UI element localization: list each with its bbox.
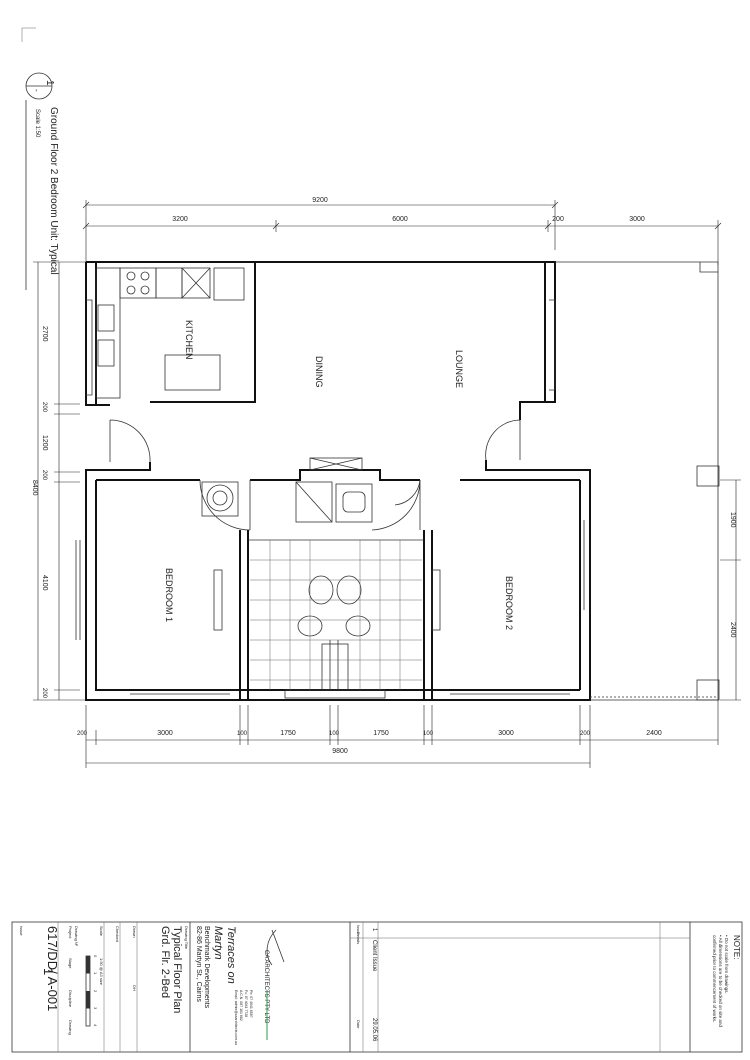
room-bedroom-1: BEDROOM 1 [164,568,174,622]
issue-value: 1 [41,968,56,975]
revision-col-issue: Issue [356,925,361,935]
drawn-label: Drawn [132,926,137,938]
drawno-col-stage: Stage [68,958,73,969]
notes-line-1: • Do not scale from drawings. [724,935,729,994]
firm-info-1: Ph: 07 4041 6587 [249,990,253,1018]
dim-bottom-h: 3000 [498,730,514,737]
dim-bottom-f: 1750 [373,730,389,737]
dim-top-overall: 9200 [312,197,328,204]
dim-top-b: 6000 [392,216,408,223]
kitchen-fittings [95,267,245,399]
drawno-col-discipline: Discipline [68,990,73,1008]
scale-bar-4: 4 [93,1024,98,1027]
drawing-scale: Scale 1:50 [34,109,40,138]
dim-bottom-a: 200 [77,731,88,737]
drawno-col-project: Project [68,926,73,939]
scale-label: Scale [99,926,104,937]
scale-bar-3: 3 [93,1007,98,1010]
doors [109,419,521,631]
project-name-2: Martyn [212,926,224,960]
dim-left-a: 2700 [41,326,48,342]
dim-left-d: 200 [41,470,47,481]
revision-col-details: Details [356,932,361,944]
issue-label: Issue [19,926,24,936]
drawing-header: 1 - Ground Floor 2 Bedroom Unit: Typical… [25,72,59,290]
drawn-value: DH [132,985,137,991]
dimensions-top: 9200 3200 6000 200 3000 [82,197,722,265]
dim-bottom-c: 100 [237,731,248,737]
project-client: Benchmark Developments [203,926,210,1009]
dim-top-d: 3000 [629,216,645,223]
dimensions-left: 8400 2700 200 1200 200 4100 200 [31,261,92,701]
dim-bottom-g: 100 [423,731,434,737]
firm-info-2: Fx: 07 4041 7728 [244,990,248,1017]
drawing-sheet-number: 617/DD/ A-001 [45,926,60,1011]
bathroom-fittings [201,457,422,691]
revision-number: 1 [371,928,377,932]
dim-right-a: 1900 [729,512,736,528]
firm-info-4: Email: admin@caarchitects.com.au [234,990,238,1045]
scale-bar: 0 1 2 3 4 [85,955,98,1027]
dim-bottom-overall: 9800 [332,748,348,755]
scale-bar-1: 1 [93,972,98,975]
room-lounge: LOUNGE [454,350,464,388]
drawing-title: Ground Floor 2 Bedroom Unit: Typical [48,107,59,275]
dim-left-f: 200 [41,688,47,699]
drawing-number-sheet: - [32,89,41,92]
title-block: NOTE: • Do not scale from drawings. • Al… [11,921,743,1053]
drawing-number-label: Drawing Nº [74,926,79,947]
dim-right-b: 2400 [729,622,736,638]
dim-top-a: 3200 [172,216,188,223]
revision-col-date: Date [356,1020,361,1029]
dim-left-overall: 8400 [31,480,38,496]
dim-left-b: 200 [41,402,47,413]
firm-name: CA ARCHITECTS PTY LTD [263,950,269,1024]
crop-marks [21,27,36,42]
room-dining: DINING [314,356,324,388]
room-labels: KITCHEN DINING LOUNGE BEDROOM 1 BEDROOM … [164,320,514,630]
drawing-title-1: Typical Floor Plan [171,926,183,1013]
notes-line-2: • All dimensions are to be checked on si… [718,935,723,1027]
project-address: 82-86 Martyn St., Cairns [195,926,202,1002]
dimensions-bottom: 200 3000 100 1750 100 1750 100 3000 200 … [77,700,719,768]
dim-bottom-j: 2400 [646,730,662,737]
scale-value: 1:50 @ A3 size [99,958,104,986]
drawing-number: 1 [44,80,55,86]
room-kitchen: KITCHEN [184,320,194,360]
drawing-title-2: Grd. Flr. 2-Bed [159,926,171,998]
revision-date: 29.05.06 [371,1018,377,1042]
dimensions-right: 1900 2400 [720,479,741,701]
notes-line-3: confirmed prior to commencement of works… [712,935,717,1023]
floor-plan [75,261,720,701]
scale-bar-2: 2 [93,990,98,993]
dim-bottom-d: 1750 [280,730,296,737]
notes-heading: NOTE: [732,935,741,959]
firm-logo [266,929,285,966]
scale-bar-0: 0 [93,955,98,958]
dim-left-e: 4100 [41,575,48,591]
drawno-col-drawing: Drawing [68,1020,73,1035]
checked-label: Checked [115,926,120,942]
dim-left-c: 1200 [41,435,48,451]
drawing-title-label: Drawing Title [184,926,189,950]
firm-info-3: A.C.N. 087 101 682 [239,990,243,1021]
dim-top-c: 200 [552,216,564,223]
dim-bottom-e: 100 [329,731,340,737]
dim-bottom-b: 3000 [157,730,173,737]
room-bedroom-2: BEDROOM 2 [504,576,514,630]
dim-bottom-i: 200 [580,731,591,737]
project-name-1: Terraces on [225,926,237,984]
revision-description: Client Issue [371,940,377,972]
